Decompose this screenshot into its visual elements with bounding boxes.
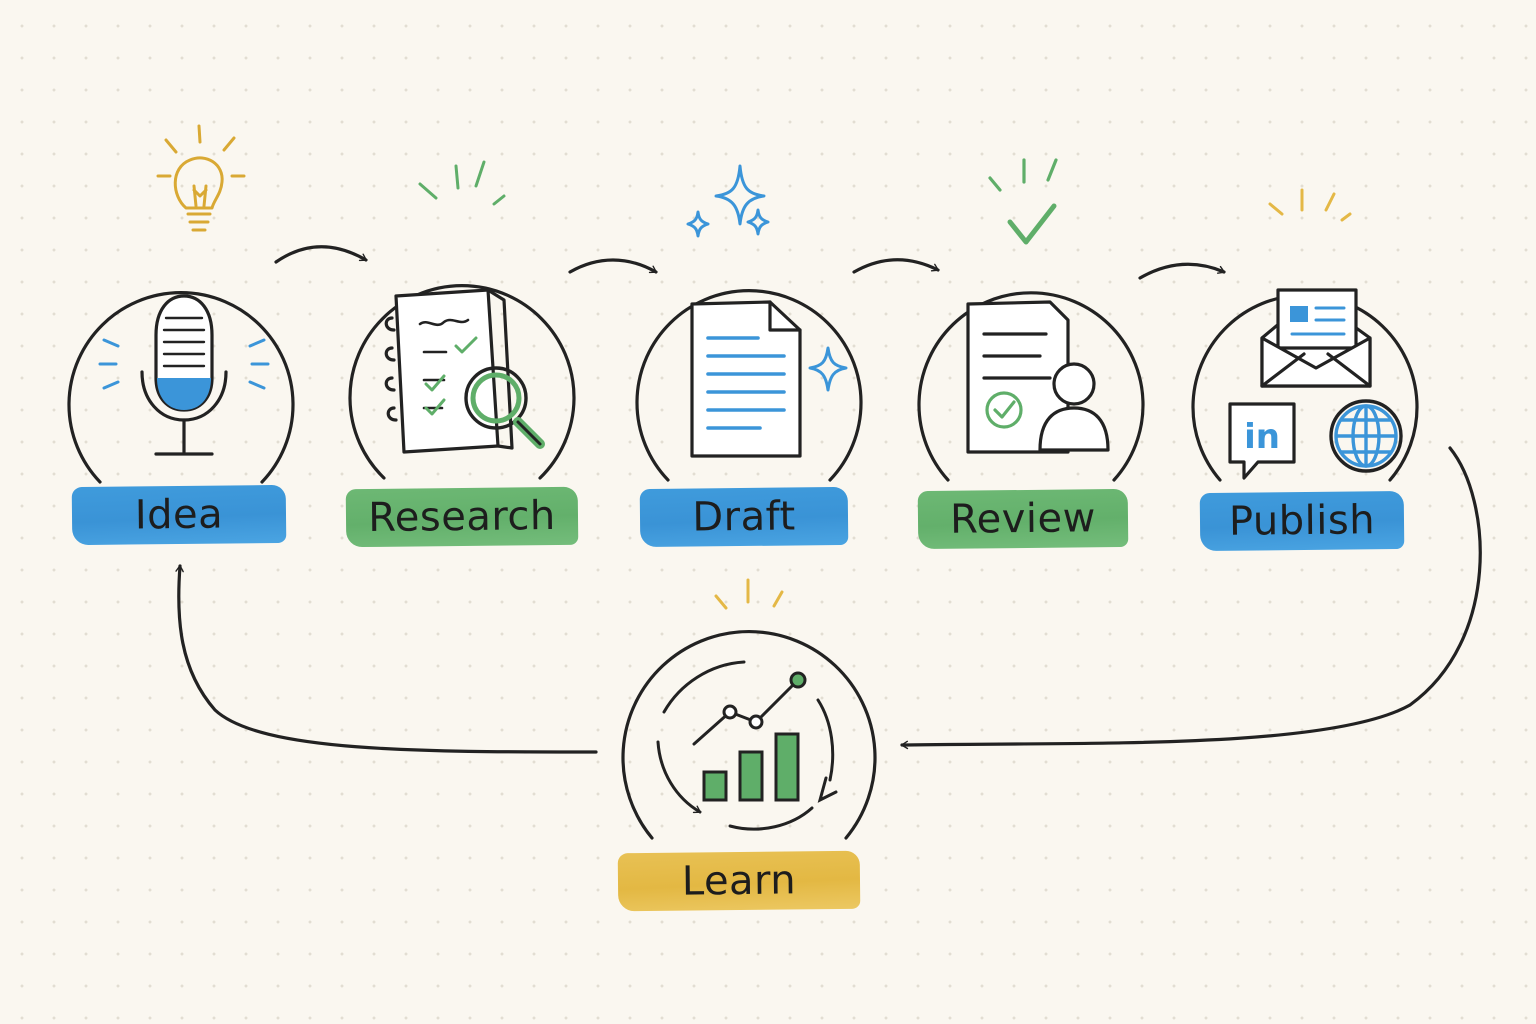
growth-chart-icon <box>656 660 838 831</box>
microphone-icon <box>98 294 270 456</box>
draft-circle <box>635 289 863 482</box>
stage-label-learn: Learn <box>617 850 861 912</box>
review-checkmark-icon <box>988 158 1058 245</box>
stage-label-review: Review <box>917 488 1129 550</box>
stage-label-research: Research <box>345 486 579 548</box>
stage-label-publish: Publish <box>1199 490 1405 552</box>
arrow-review-to-publish <box>1138 262 1226 280</box>
linkedin-icon: in <box>1228 402 1296 480</box>
stage-label-learn-text: Learn <box>681 857 797 905</box>
research-burst-icon <box>418 160 506 206</box>
stage-label-draft: Draft <box>639 486 849 548</box>
linkedin-text: in <box>1244 417 1280 457</box>
notebook-magnifier-icon <box>384 288 545 454</box>
learn-circle <box>621 630 877 840</box>
document-person-icon <box>966 300 1110 454</box>
stage-label-research-text: Research <box>368 493 556 541</box>
arrow-learn-to-idea <box>175 564 598 754</box>
stage-label-idea-text: Idea <box>134 491 224 539</box>
idea-circle <box>67 291 295 484</box>
research-circle <box>348 284 576 480</box>
arrow-idea-to-research <box>274 245 368 264</box>
stage-label-draft-text: Draft <box>692 493 796 541</box>
arrow-research-to-draft <box>568 258 658 274</box>
stage-label-idea: Idea <box>71 484 287 546</box>
stage-label-review-text: Review <box>949 495 1097 543</box>
arrow-draft-to-review <box>852 258 940 274</box>
envelope-icon <box>1260 288 1372 388</box>
lightbulb-icon <box>156 124 246 232</box>
review-circle <box>917 291 1145 482</box>
arrow-publish-to-learn <box>900 446 1482 750</box>
stage-label-publish-text: Publish <box>1228 497 1376 545</box>
publish-burst-icon <box>1268 188 1352 222</box>
document-icon <box>690 300 802 458</box>
learn-burst-icon <box>714 578 784 610</box>
globe-icon <box>1329 399 1403 473</box>
draft-sparkles-icon <box>686 164 848 392</box>
